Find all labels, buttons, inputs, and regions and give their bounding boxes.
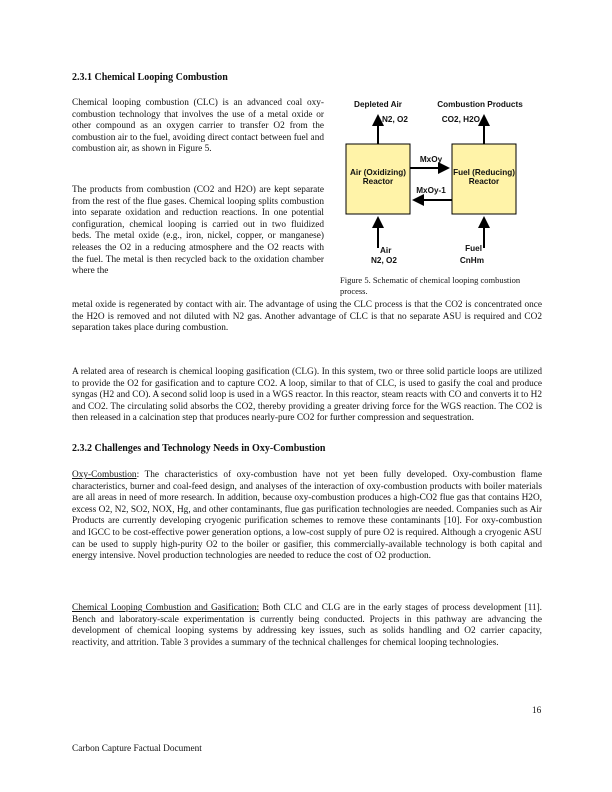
- section-heading-clc: 2.3.1 Chemical Looping Combustion: [72, 72, 228, 83]
- figure-diagram: [345, 114, 517, 248]
- figure-chemical-looping: Depleted Air N2, O2 Combustion Products …: [340, 98, 534, 278]
- paragraph-oxy-combustion: Oxy-Combustion: The characteristics of o…: [72, 470, 542, 563]
- fuel-in-formula-label: CnHm: [459, 256, 484, 265]
- air-in-label: Air: [380, 246, 392, 255]
- air-reactor-label: Air (Oxidizing) Reactor: [350, 168, 406, 186]
- air-reactor-box: [345, 143, 411, 215]
- figure-caption: Figure 5. Schematic of chemical looping …: [340, 275, 521, 296]
- paragraph-clc-advantage: metal oxide is regenerated by contact wi…: [72, 300, 542, 334]
- depleted-air-gases-label: N2, O2: [382, 115, 408, 124]
- combustion-products-label: Combustion Products: [437, 100, 523, 109]
- mxoy1-label: MxOy-1: [416, 186, 446, 195]
- depleted-air-label: Depleted Air: [354, 100, 402, 109]
- combustion-products-gases-label: CO2, H2O: [441, 115, 480, 124]
- fuel-reactor-label: Fuel (Reducing) Reactor: [453, 168, 515, 186]
- paragraph-clg: A related area of research is chemical l…: [72, 367, 542, 424]
- mxoy-label: MxOy: [419, 155, 443, 164]
- air-in-gases-label: N2, O2: [371, 256, 397, 265]
- oxy-combustion-lead: Oxy-Combustion: [72, 470, 137, 480]
- paragraph-clc-gasification: Chemical Looping Combustion and Gasifica…: [72, 603, 542, 649]
- footer-doc-title: Carbon Capture Factual Document: [72, 744, 202, 754]
- fuel-reactor-box: [451, 143, 517, 215]
- clc-gasification-body: Both CLC and CLG are in the early stages…: [72, 603, 542, 648]
- page-number: 16: [532, 706, 542, 716]
- clc-gasification-lead: Chemical Looping Combustion and Gasifica…: [72, 603, 260, 613]
- fuel-in-label: Fuel: [465, 244, 482, 253]
- section-heading-challenges: 2.3.2 Challenges and Technology Needs in…: [72, 443, 326, 454]
- paragraph-clc-intro: Chemical looping combustion (CLC) is an …: [72, 98, 324, 155]
- oxy-combustion-body: : The characteristics of oxy-combustion …: [72, 470, 542, 562]
- paragraph-clc-products: The products from combustion (CO2 and H2…: [72, 185, 324, 277]
